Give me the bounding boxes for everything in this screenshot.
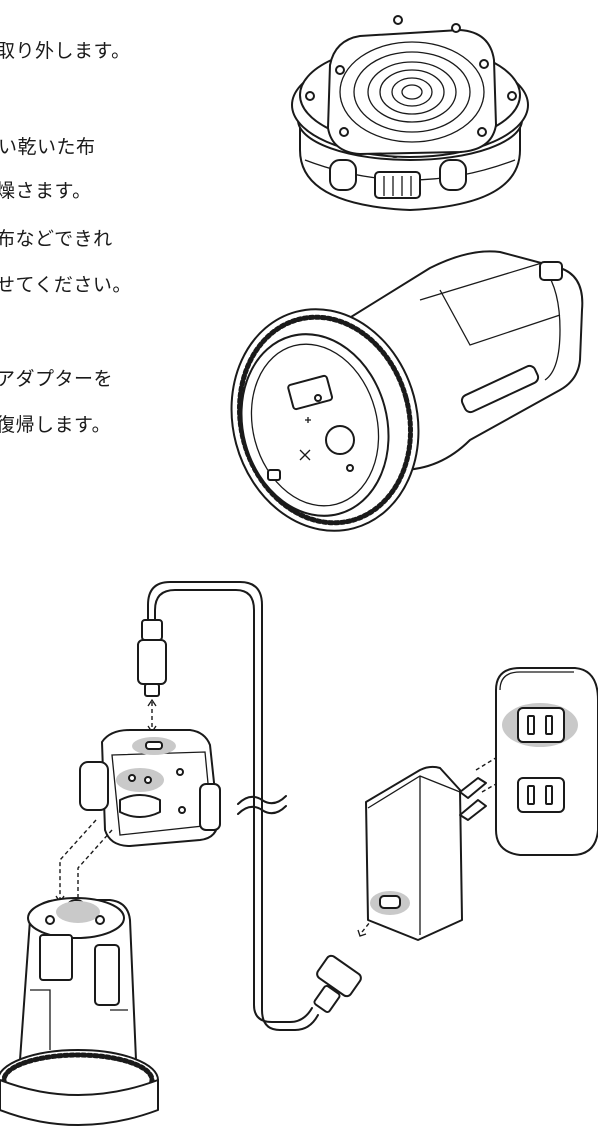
instruction-line-6: アダプターを xyxy=(0,368,114,390)
instruction-line-3: 燥さます。 xyxy=(0,180,92,202)
instruction-line-7: 復帰します。 xyxy=(0,414,112,436)
lens-mount-illustration xyxy=(291,15,529,211)
camera-body-illustration xyxy=(230,250,584,532)
instruction-line-1: 取り外します。 xyxy=(0,40,131,62)
instruction-line-5: せてください。 xyxy=(0,274,132,296)
charging-dock-illustration xyxy=(55,729,221,908)
instruction-line-4: 布などできれ xyxy=(0,228,113,250)
wall-socket-illustration xyxy=(495,667,598,856)
camera-unit-illustration xyxy=(0,897,159,1126)
instruction-line-2: い乾いた布 xyxy=(0,136,96,158)
ac-adapter-illustration xyxy=(365,745,527,941)
